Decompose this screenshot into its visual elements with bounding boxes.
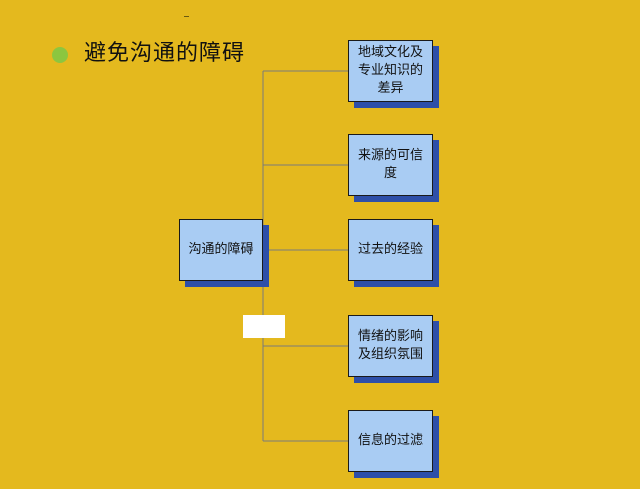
slide-title: 避免沟通的障碍 — [84, 41, 246, 66]
top-dash-mark — [184, 16, 189, 17]
child-node-4-label: 情绪的影响及组织氛围 — [348, 315, 433, 377]
root-node-label: 沟通的障碍 — [179, 219, 263, 281]
bullet-dot-icon — [52, 47, 68, 63]
blank-white-rectangle — [243, 315, 285, 338]
child-node-2-label: 来源的可信度 — [348, 134, 433, 196]
child-node-5: 信息的过滤 — [348, 410, 439, 478]
child-node-4: 情绪的影响及组织氛围 — [348, 315, 439, 383]
child-node-3: 过去的经验 — [348, 219, 439, 287]
child-node-2: 来源的可信度 — [348, 134, 439, 202]
child-node-3-label: 过去的经验 — [348, 219, 433, 281]
child-node-1: 地域文化及专业知识的差异 — [348, 40, 439, 108]
child-node-5-label: 信息的过滤 — [348, 410, 433, 472]
root-node: 沟通的障碍 — [179, 219, 269, 287]
child-node-1-label: 地域文化及专业知识的差异 — [348, 40, 433, 102]
